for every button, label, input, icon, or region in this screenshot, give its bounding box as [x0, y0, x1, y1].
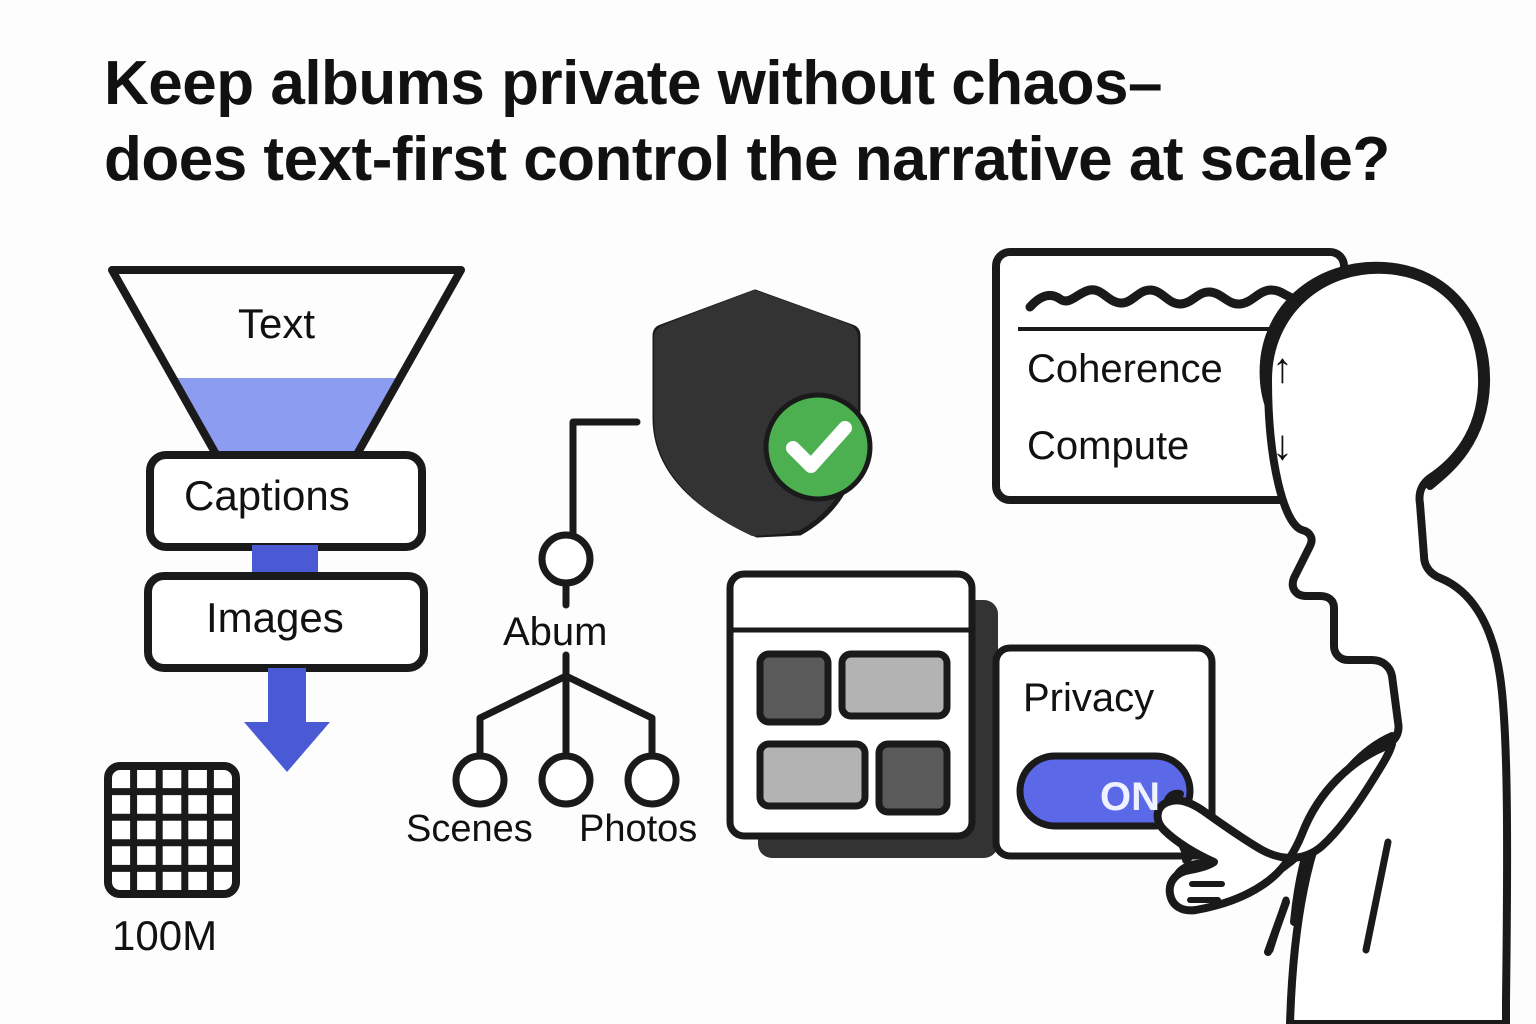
- tree-node-root: [538, 531, 594, 587]
- tree-branch-right: [562, 672, 656, 761]
- tree-root-connector: [569, 418, 641, 544]
- check-circle-icon: [763, 392, 873, 502]
- down-arrow-icon: [244, 668, 330, 772]
- stage-box-captions: [146, 451, 426, 551]
- thumbnail-tile: [756, 740, 869, 810]
- squiggly-line-icon: [1025, 279, 1327, 312]
- tree-node-middle: [538, 752, 594, 808]
- data-grid-icon: [104, 762, 240, 898]
- privacy-toggle[interactable]: [1016, 752, 1194, 830]
- thumbnail-tile: [838, 650, 951, 720]
- thumbnail-tile: [756, 650, 832, 726]
- shield-icon: [652, 289, 873, 538]
- tree-branch-left: [476, 672, 570, 761]
- funnel-group: [108, 266, 465, 772]
- person-outline: [1264, 265, 1512, 1024]
- tree-node-photos: [624, 752, 680, 808]
- thumbnail-tile: [875, 740, 951, 816]
- tree-node-scenes: [452, 752, 508, 808]
- person-arm-pointing: [1153, 740, 1396, 954]
- page-title: Keep albums private without chaos– does …: [104, 49, 1390, 194]
- album-tree-group: [452, 418, 680, 808]
- stage-box-images: [144, 572, 428, 672]
- check-mark-icon: [786, 421, 852, 473]
- gallery-window: [726, 570, 998, 858]
